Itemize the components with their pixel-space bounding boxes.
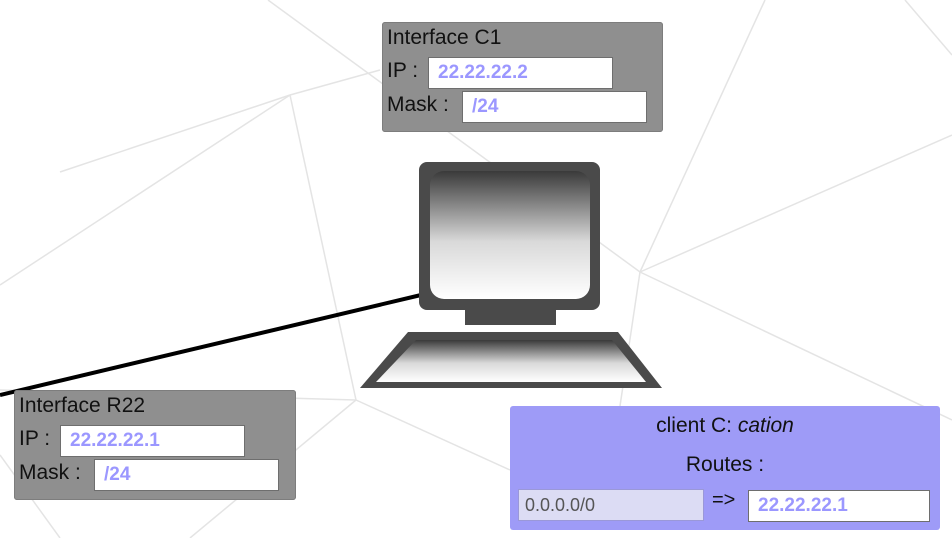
keyboard-surface (376, 340, 646, 382)
interface-r22-mask-label: Mask : (19, 461, 81, 484)
monitor-screen (430, 171, 590, 299)
interface-r22-mask-field[interactable]: /24 (94, 459, 279, 491)
monitor-stand (465, 310, 556, 325)
client-name: cation (737, 414, 794, 437)
interface-c1-panel: Interface C1 IP : 22.22.22.2 Mask : /24 (382, 22, 663, 132)
client-title: client C: cation (510, 414, 940, 438)
interface-r22-panel: Interface R22 IP : 22.22.22.1 Mask : /24 (14, 390, 296, 500)
route-destination-field[interactable]: 0.0.0.0/0 (518, 489, 704, 521)
interface-c1-ip-label: IP : (387, 59, 419, 82)
interface-c1-mask-label: Mask : (387, 93, 449, 116)
client-title-prefix: client C: (656, 414, 738, 437)
interface-c1-ip-field[interactable]: 22.22.22.2 (428, 57, 613, 89)
interface-c1-mask-field[interactable]: /24 (462, 91, 647, 123)
interface-c1-title: Interface C1 (387, 26, 502, 49)
route-arrow: => (712, 489, 736, 511)
route-gateway-field[interactable]: 22.22.22.1 (748, 490, 930, 522)
interface-r22-title: Interface R22 (19, 394, 146, 417)
routes-label: Routes : (685, 453, 765, 476)
client-routes-panel: client C: cation Routes : 0.0.0.0/0 => 2… (510, 406, 940, 530)
computer-icon[interactable] (356, 160, 666, 392)
interface-r22-ip-field[interactable]: 22.22.22.1 (60, 425, 245, 457)
link-line (0, 293, 422, 397)
interface-r22-ip-label: IP : (19, 427, 51, 450)
